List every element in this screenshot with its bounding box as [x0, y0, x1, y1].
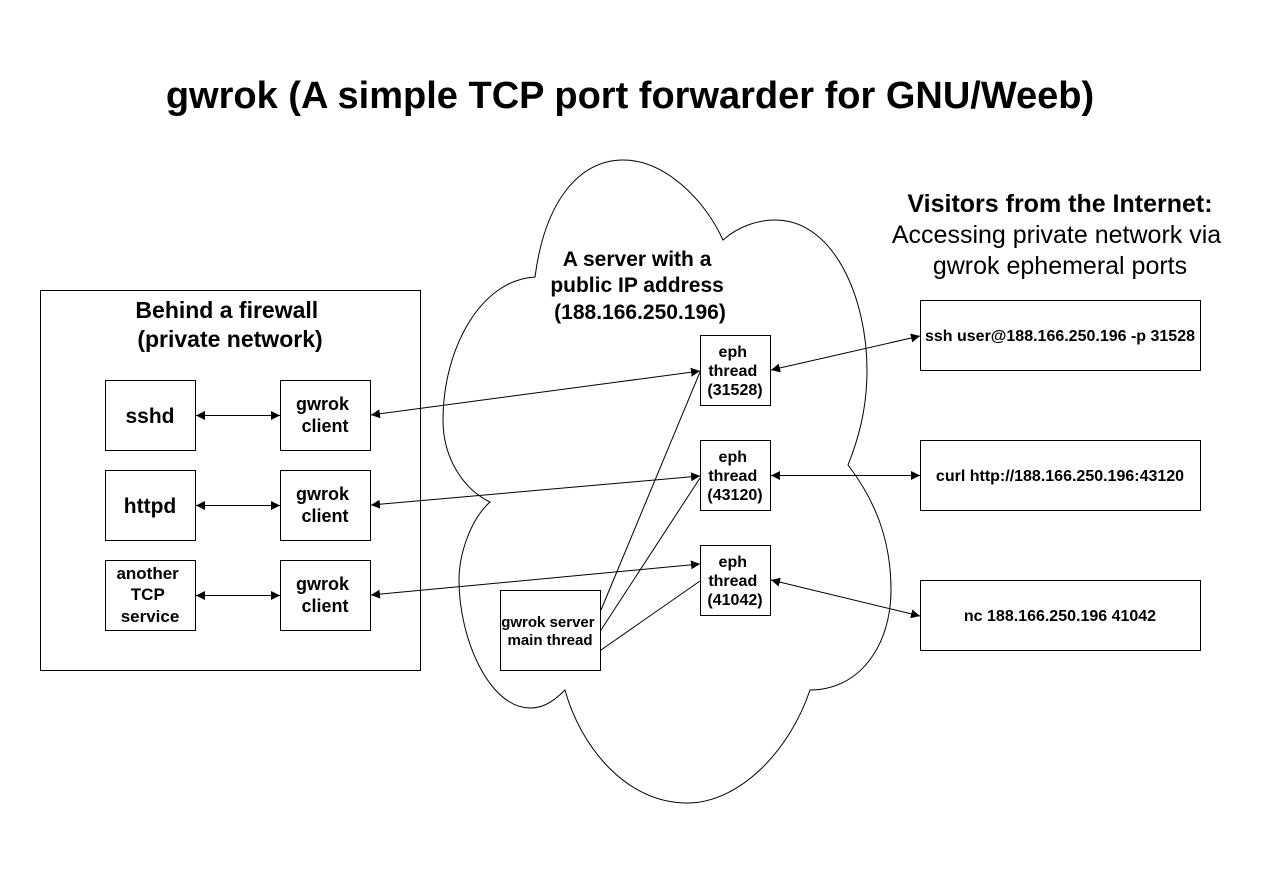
svg-text:another TCP servic: another TCP service [116, 564, 183, 626]
edge-main-eph2 [600, 477, 701, 631]
svg-text:httpd: httpd [124, 495, 176, 518]
eph-thread-31528: eph thread (31528) [700, 335, 771, 406]
visitor-ssh-command: ssh user@188.166.250.196 -p 31528 [920, 300, 1201, 371]
visitor-curl-command: curl http://188.166.250.196:43120 [920, 440, 1201, 511]
svg-text:gwrok client: gwrok client [296, 574, 354, 616]
edge-client3-eph3 [370, 560, 701, 599]
gwrok-client-2: gwrok client [280, 470, 371, 541]
server-label: A server with a public IP address (188.1… [550, 248, 729, 324]
eph-thread-41042: eph thread (41042) [700, 545, 771, 616]
svg-text:curl http://188.166.250.196:43: curl http://188.166.250.196:43120 [936, 468, 1184, 485]
edge-eph3-nc [770, 577, 921, 619]
service-other-tcp: another TCP service [105, 560, 196, 631]
diagram-title: gwrok (A simple TCP port forwarder for G… [166, 75, 1094, 117]
gwrok-server-main-thread: gwrok server main thread [500, 590, 601, 671]
edge-client2-eph2 [370, 472, 701, 509]
service-sshd: sshd [105, 380, 196, 451]
edge-eph1-ssh [770, 333, 921, 373]
service-httpd: httpd [105, 470, 196, 541]
svg-text:gwrok server main thread: gwrok server main thread [501, 614, 599, 649]
edge-main-eph3 [600, 580, 701, 651]
visitors-subheading: Accessing private network via gwrok ephe… [892, 221, 1228, 280]
gwrok-client-1: gwrok client [280, 380, 371, 451]
visitor-nc-command: nc 188.166.250.196 41042 [920, 580, 1201, 651]
svg-text:sshd: sshd [125, 405, 174, 428]
svg-text:nc 188.166.250.196 41042: nc 188.166.250.196 41042 [964, 608, 1156, 625]
visitors-heading: Visitors from the Internet: [907, 190, 1212, 218]
svg-text:eph thread (41042): eph thread (41042) [707, 554, 762, 609]
svg-text:gwrok client: gwrok client [296, 484, 354, 526]
gwrok-client-3: gwrok client [280, 560, 371, 631]
edge-client1-eph1 [370, 367, 701, 419]
svg-text:eph thread (43120): eph thread (43120) [707, 449, 762, 504]
svg-text:gwrok client: gwrok client [296, 394, 354, 436]
svg-text:ssh user@188.166.250.196 -p 31: ssh user@188.166.250.196 -p 31528 [925, 328, 1195, 345]
svg-text:eph thread (31528): eph thread (31528) [707, 344, 762, 399]
edge-main-eph1 [600, 371, 701, 611]
eph-thread-43120: eph thread (43120) [700, 440, 771, 511]
firewall-label: Behind a firewall (private network) [135, 297, 324, 352]
